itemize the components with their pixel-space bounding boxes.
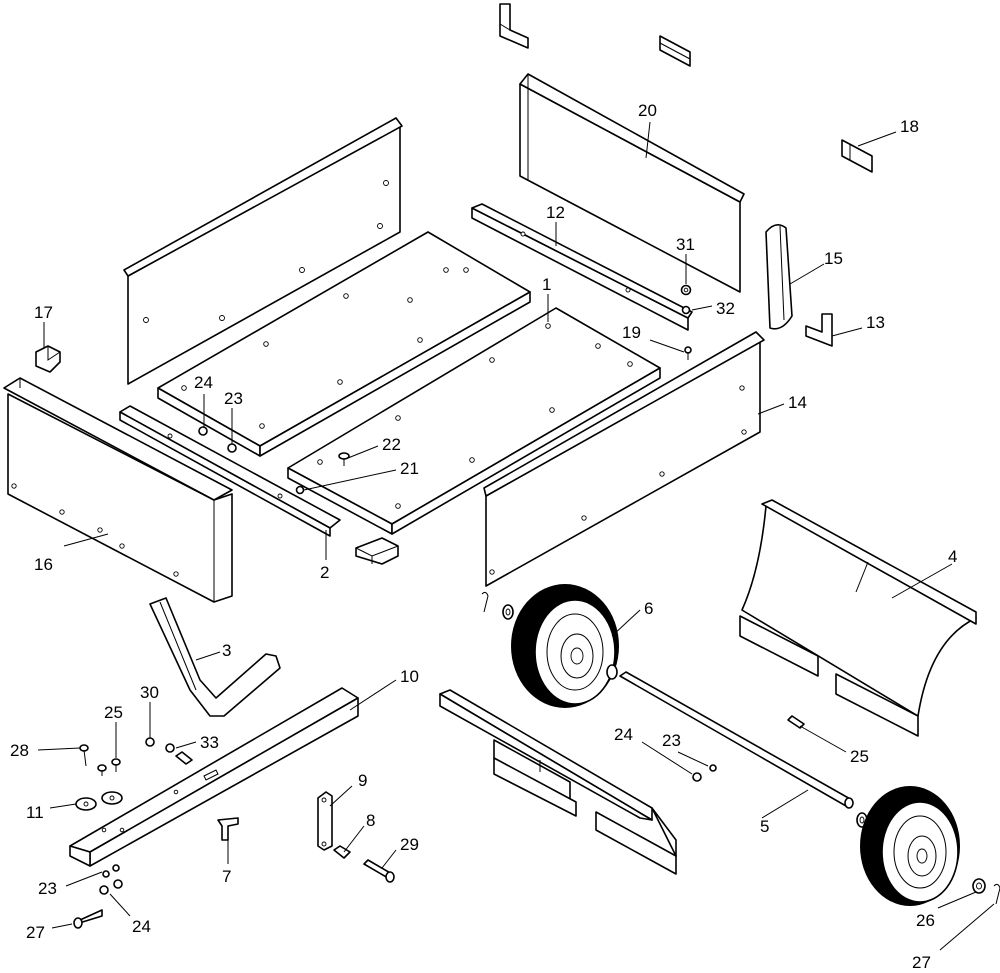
callout-12: 12: [546, 203, 565, 222]
callout-26: 26: [916, 911, 935, 930]
callout-2: 2: [320, 563, 329, 582]
wheel-right: [860, 786, 960, 906]
part-23-washer-upper: [227, 443, 237, 453]
part-14-side-panel: [483, 331, 765, 587]
callout-1: 1: [542, 275, 551, 294]
part-33-spacer: [165, 743, 193, 765]
part-2-rail: [119, 405, 341, 537]
part-12-rail: [471, 203, 693, 331]
part-31-nut: [680, 284, 692, 296]
part-28-bolt: [79, 744, 89, 767]
callout-16: 16: [34, 555, 53, 574]
part-8-pin: [333, 845, 351, 859]
part-1-floor-panel: [287, 307, 661, 535]
leader-lines: [37, 121, 995, 951]
callout-14: 14: [788, 393, 807, 412]
part-9-link-plate: [317, 791, 333, 851]
callout-17: 17: [34, 303, 53, 322]
part-24-nut-axle: [692, 772, 702, 782]
part-7-handle: [217, 817, 239, 841]
axle-washer-left: [502, 604, 514, 620]
part-17-bracket: [35, 345, 61, 373]
part-27-cotter-pin-right: [993, 883, 1000, 905]
callout-29: 29: [400, 835, 419, 854]
part-24-nut-upper: [198, 426, 208, 436]
callout-22: 22: [382, 435, 401, 454]
callout-23-upper: 23: [224, 389, 243, 408]
part-6-wheel: [511, 584, 619, 708]
part-32-washer: [681, 305, 691, 315]
callout-32: 32: [716, 299, 735, 318]
axle-washer-inner: [606, 664, 618, 680]
part-24-nuts-lower: [99, 879, 123, 895]
callout-5: 5: [760, 817, 769, 836]
side-panel-left: [123, 117, 403, 385]
part-25-bolt-right: [787, 715, 805, 729]
part-26-washer: [972, 878, 986, 894]
callout-10: 10: [400, 667, 419, 686]
floor-panel-rear: [157, 231, 531, 457]
rear-frame-assembly: [439, 689, 677, 875]
callout-25-left: 25: [104, 703, 123, 722]
callout-24-lower: 24: [132, 917, 151, 936]
part-10-tongue: [69, 687, 359, 867]
part-20-side-panel: [519, 73, 745, 293]
callout-27-left: 27: [26, 923, 45, 942]
part-15-channel: [765, 224, 793, 330]
part-18-block: [841, 139, 873, 173]
callout-6: 6: [644, 599, 653, 618]
callout-23-lower: 23: [38, 879, 57, 898]
part-23-washer-axle: [709, 764, 717, 772]
part-23-washer-lower: [102, 864, 120, 878]
corner-block: [355, 537, 399, 565]
callout-9: 9: [358, 771, 367, 790]
callout-31: 31: [676, 235, 695, 254]
callout-33: 33: [200, 733, 219, 752]
callout-24-axle: 24: [614, 725, 633, 744]
part-3-support-strap: [149, 597, 281, 717]
callout-27-right: 27: [912, 953, 931, 972]
callout-28: 28: [10, 741, 29, 760]
part-16-end-panel: [3, 377, 233, 603]
part-29-bolt: [363, 859, 395, 883]
callout-19: 19: [622, 323, 641, 342]
callout-labels: 1 2 3 4 5 6 7 8 9 10 11 12 13 14 15 16 1…: [10, 101, 957, 972]
callout-15: 15: [824, 249, 843, 268]
callout-24-upper: 24: [194, 373, 213, 392]
callout-25-right: 25: [850, 747, 869, 766]
callout-8: 8: [366, 811, 375, 830]
part-4-dump-body: [739, 499, 977, 737]
callout-3: 3: [222, 641, 231, 660]
callout-13: 13: [866, 313, 885, 332]
part-22-bolt: [338, 452, 350, 466]
corner-bracket-top: [499, 3, 529, 49]
callout-11: 11: [26, 803, 44, 822]
callout-20: 20: [638, 101, 657, 120]
part-30-nut: [145, 737, 155, 747]
part-5-axle: [619, 671, 854, 809]
part-25-bolts-left: [97, 758, 121, 776]
part-27-bolt-lower: [73, 909, 103, 929]
flat-block-top: [659, 35, 691, 67]
callout-7: 7: [222, 867, 231, 886]
part-21-nut: [295, 485, 305, 495]
cotter-pin: [481, 591, 489, 613]
part-13-bracket: [805, 313, 833, 347]
callout-4: 4: [948, 547, 957, 566]
callout-18: 18: [900, 117, 919, 136]
callout-21: 21: [400, 459, 419, 478]
part-19-bolt: [684, 346, 692, 360]
part-11-brackets: [75, 791, 123, 811]
callout-23-axle: 23: [662, 731, 681, 750]
callout-30: 30: [140, 683, 159, 702]
